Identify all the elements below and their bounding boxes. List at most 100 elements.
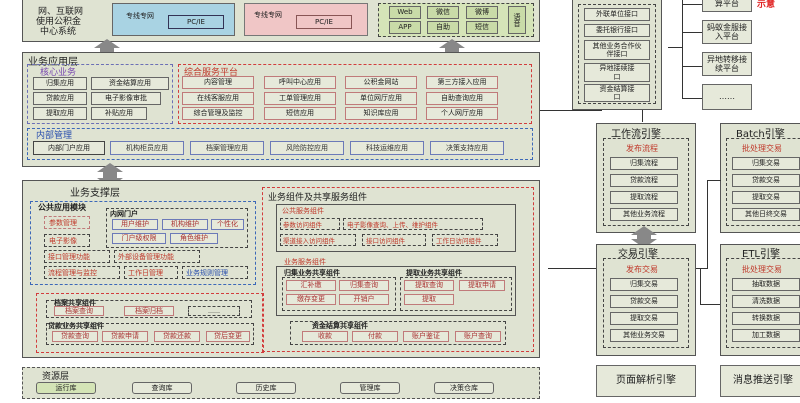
trade-item-1: 贷款交易 xyxy=(610,295,678,308)
connector-platform-1 xyxy=(682,32,702,33)
interface-item-1: 委托银行接口 xyxy=(584,24,650,37)
trade-item-2: 提取交易 xyxy=(610,312,678,325)
archive-item-more: …… xyxy=(188,306,240,316)
connector-platform-2 xyxy=(682,66,702,67)
connector-platforms-main xyxy=(668,47,683,48)
resource-item-history: 历史库 xyxy=(236,382,296,394)
collect-group xyxy=(282,277,396,311)
collect-item-1: 归集查询 xyxy=(339,280,389,291)
platform-ext-1: 蚂蚁金服接入平台 xyxy=(702,20,752,44)
public-item-image-label: 电子影像 xyxy=(49,237,77,245)
internal-item-teller: 机构柜员应用 xyxy=(110,141,184,155)
trade-group xyxy=(603,258,689,348)
platform-item-10: 知识库应用 xyxy=(345,107,417,120)
public-item-flow-label: 流程管理与监控 xyxy=(48,269,97,277)
interface-group xyxy=(578,4,656,104)
internal-item-ops: 科技运维应用 xyxy=(350,141,424,155)
etl-group xyxy=(726,258,800,348)
ps-item-image xyxy=(343,218,483,230)
channel-self-service: 自助 xyxy=(427,21,459,34)
resource-item-manage: 管理库 xyxy=(340,382,400,394)
loan-title: 贷款业务共享组件 xyxy=(48,322,104,330)
batch-item-1: 贷款交易 xyxy=(732,174,800,187)
platform-ext-0: 算平台 xyxy=(702,0,752,12)
public-module-group xyxy=(30,201,256,285)
workflow-item-0: 归集流程 xyxy=(610,157,678,170)
ps-item-workday-label: 工作日访问组件 xyxy=(436,237,482,245)
resource-layer-title: 资源层 xyxy=(42,372,70,382)
internal-item-decision: 决策支持应用 xyxy=(430,141,504,155)
settlement-title: 资金结算共享组件 xyxy=(312,322,368,330)
workflow-item-1: 贷款流程 xyxy=(610,174,678,187)
trade-engine-title: 交易引擎 xyxy=(618,249,658,260)
interface-item-4: 资金结算接口 xyxy=(584,84,650,102)
core-item-subsidy: 补贴应用 xyxy=(91,107,147,120)
loan-item-query: 贷款查询 xyxy=(52,331,98,342)
channel-wechat: 微信 xyxy=(427,6,459,19)
workflow-subtitle: 发布流程 xyxy=(626,144,658,153)
connector-app-to-engines xyxy=(540,110,602,111)
settlement-item-3: 账户查询 xyxy=(455,331,501,342)
archive-item-query: 档案查询 xyxy=(54,306,104,316)
public-item-interface-label: 接口管理功能 xyxy=(48,253,90,261)
public-item-workday-label: 工作日管理 xyxy=(128,269,163,277)
core-item-settlement: 资金结算应用 xyxy=(91,77,169,90)
internal-item-archive: 档案管理应用 xyxy=(190,141,264,155)
intranet-portal-group xyxy=(106,208,248,248)
channel-web: Web xyxy=(389,6,421,19)
ps-item-image-label: 电子影像查询、上传、维护组件 xyxy=(347,221,438,229)
platform-item-7: 自助查询应用 xyxy=(426,92,498,105)
etl-item-3: 加工数据 xyxy=(732,329,800,342)
workflow-item-3: 其他业务流程 xyxy=(610,208,678,221)
biz-service-title: 业务服务组件 xyxy=(284,258,326,266)
trade-item-0: 归集交易 xyxy=(610,278,678,291)
components-group xyxy=(262,187,534,352)
core-item-image-approval: 电子影像审批 xyxy=(91,92,161,105)
etl-item-0: 抽取数据 xyxy=(732,278,800,291)
internal-item-risk: 风险防控应用 xyxy=(270,141,344,155)
public-service-title: 公共服务组件 xyxy=(282,207,324,215)
loan-item-repay: 贷款还款 xyxy=(154,331,200,342)
app-layer-title: 业务应用层 xyxy=(28,57,78,68)
platform-item-4: 在线客服应用 xyxy=(182,92,254,105)
ps-item-channel-label: 渠道接入访问组件 xyxy=(283,237,335,245)
access-left-line-2: 使用公积金 xyxy=(36,17,82,27)
ps-item-params-label: 参数访问组件 xyxy=(283,221,322,229)
channel-sms: 短信 xyxy=(466,21,498,34)
ps-item-interface-label: 接口访问组件 xyxy=(366,237,405,245)
batch-group xyxy=(726,138,800,226)
service-platform-title: 综合服务平台 xyxy=(184,68,239,78)
platform-item-5: 工单管理应用 xyxy=(264,92,336,105)
ps-item-params xyxy=(280,218,340,230)
etl-engine-title: ETL引擎 xyxy=(742,249,780,260)
withdraw-group xyxy=(400,277,512,311)
intranet-item-role: 角色维护 xyxy=(170,233,218,244)
batch-item-0: 归集交易 xyxy=(732,157,800,170)
public-item-workday xyxy=(124,266,178,279)
platform-item-8: 综合管理及监控 xyxy=(182,107,254,120)
batch-engine-title: Batch引擎 xyxy=(736,129,785,140)
biz-service-group xyxy=(276,266,516,316)
connector-batch-horizontal xyxy=(707,180,721,181)
public-module-title: 公共应用模块 xyxy=(38,203,86,212)
channel-pink-pcie: PC/IE xyxy=(296,15,352,29)
connector-platform-3 xyxy=(682,98,702,99)
internal-mgmt-group xyxy=(27,128,533,160)
channel-app: APP xyxy=(389,21,421,34)
collect-title: 归集业务共享组件 xyxy=(284,269,340,277)
channel-pink-title: 专线专网 xyxy=(254,11,282,19)
components-title: 业务组件及共享服务组件 xyxy=(268,193,368,203)
ps-item-channel xyxy=(280,234,356,246)
batch-item-3: 其他日终交易 xyxy=(732,208,800,221)
archive-item-file: 档案归档 xyxy=(124,306,174,316)
workflow-item-2: 提取流程 xyxy=(610,191,678,204)
channel-voice: 语音 xyxy=(508,6,526,34)
archive-title: 档案共享组件 xyxy=(54,299,96,307)
connector-batch-vertical xyxy=(707,180,708,268)
batch-subtitle: 批处理交易 xyxy=(742,144,782,153)
intranet-item-permission: 门户级权限 xyxy=(112,233,166,244)
intranet-item-user: 用户维护 xyxy=(112,219,158,230)
trade-item-3: 其他业务交易 xyxy=(610,329,678,342)
public-item-interface xyxy=(44,250,110,263)
batch-item-2: 提取交易 xyxy=(732,191,800,204)
